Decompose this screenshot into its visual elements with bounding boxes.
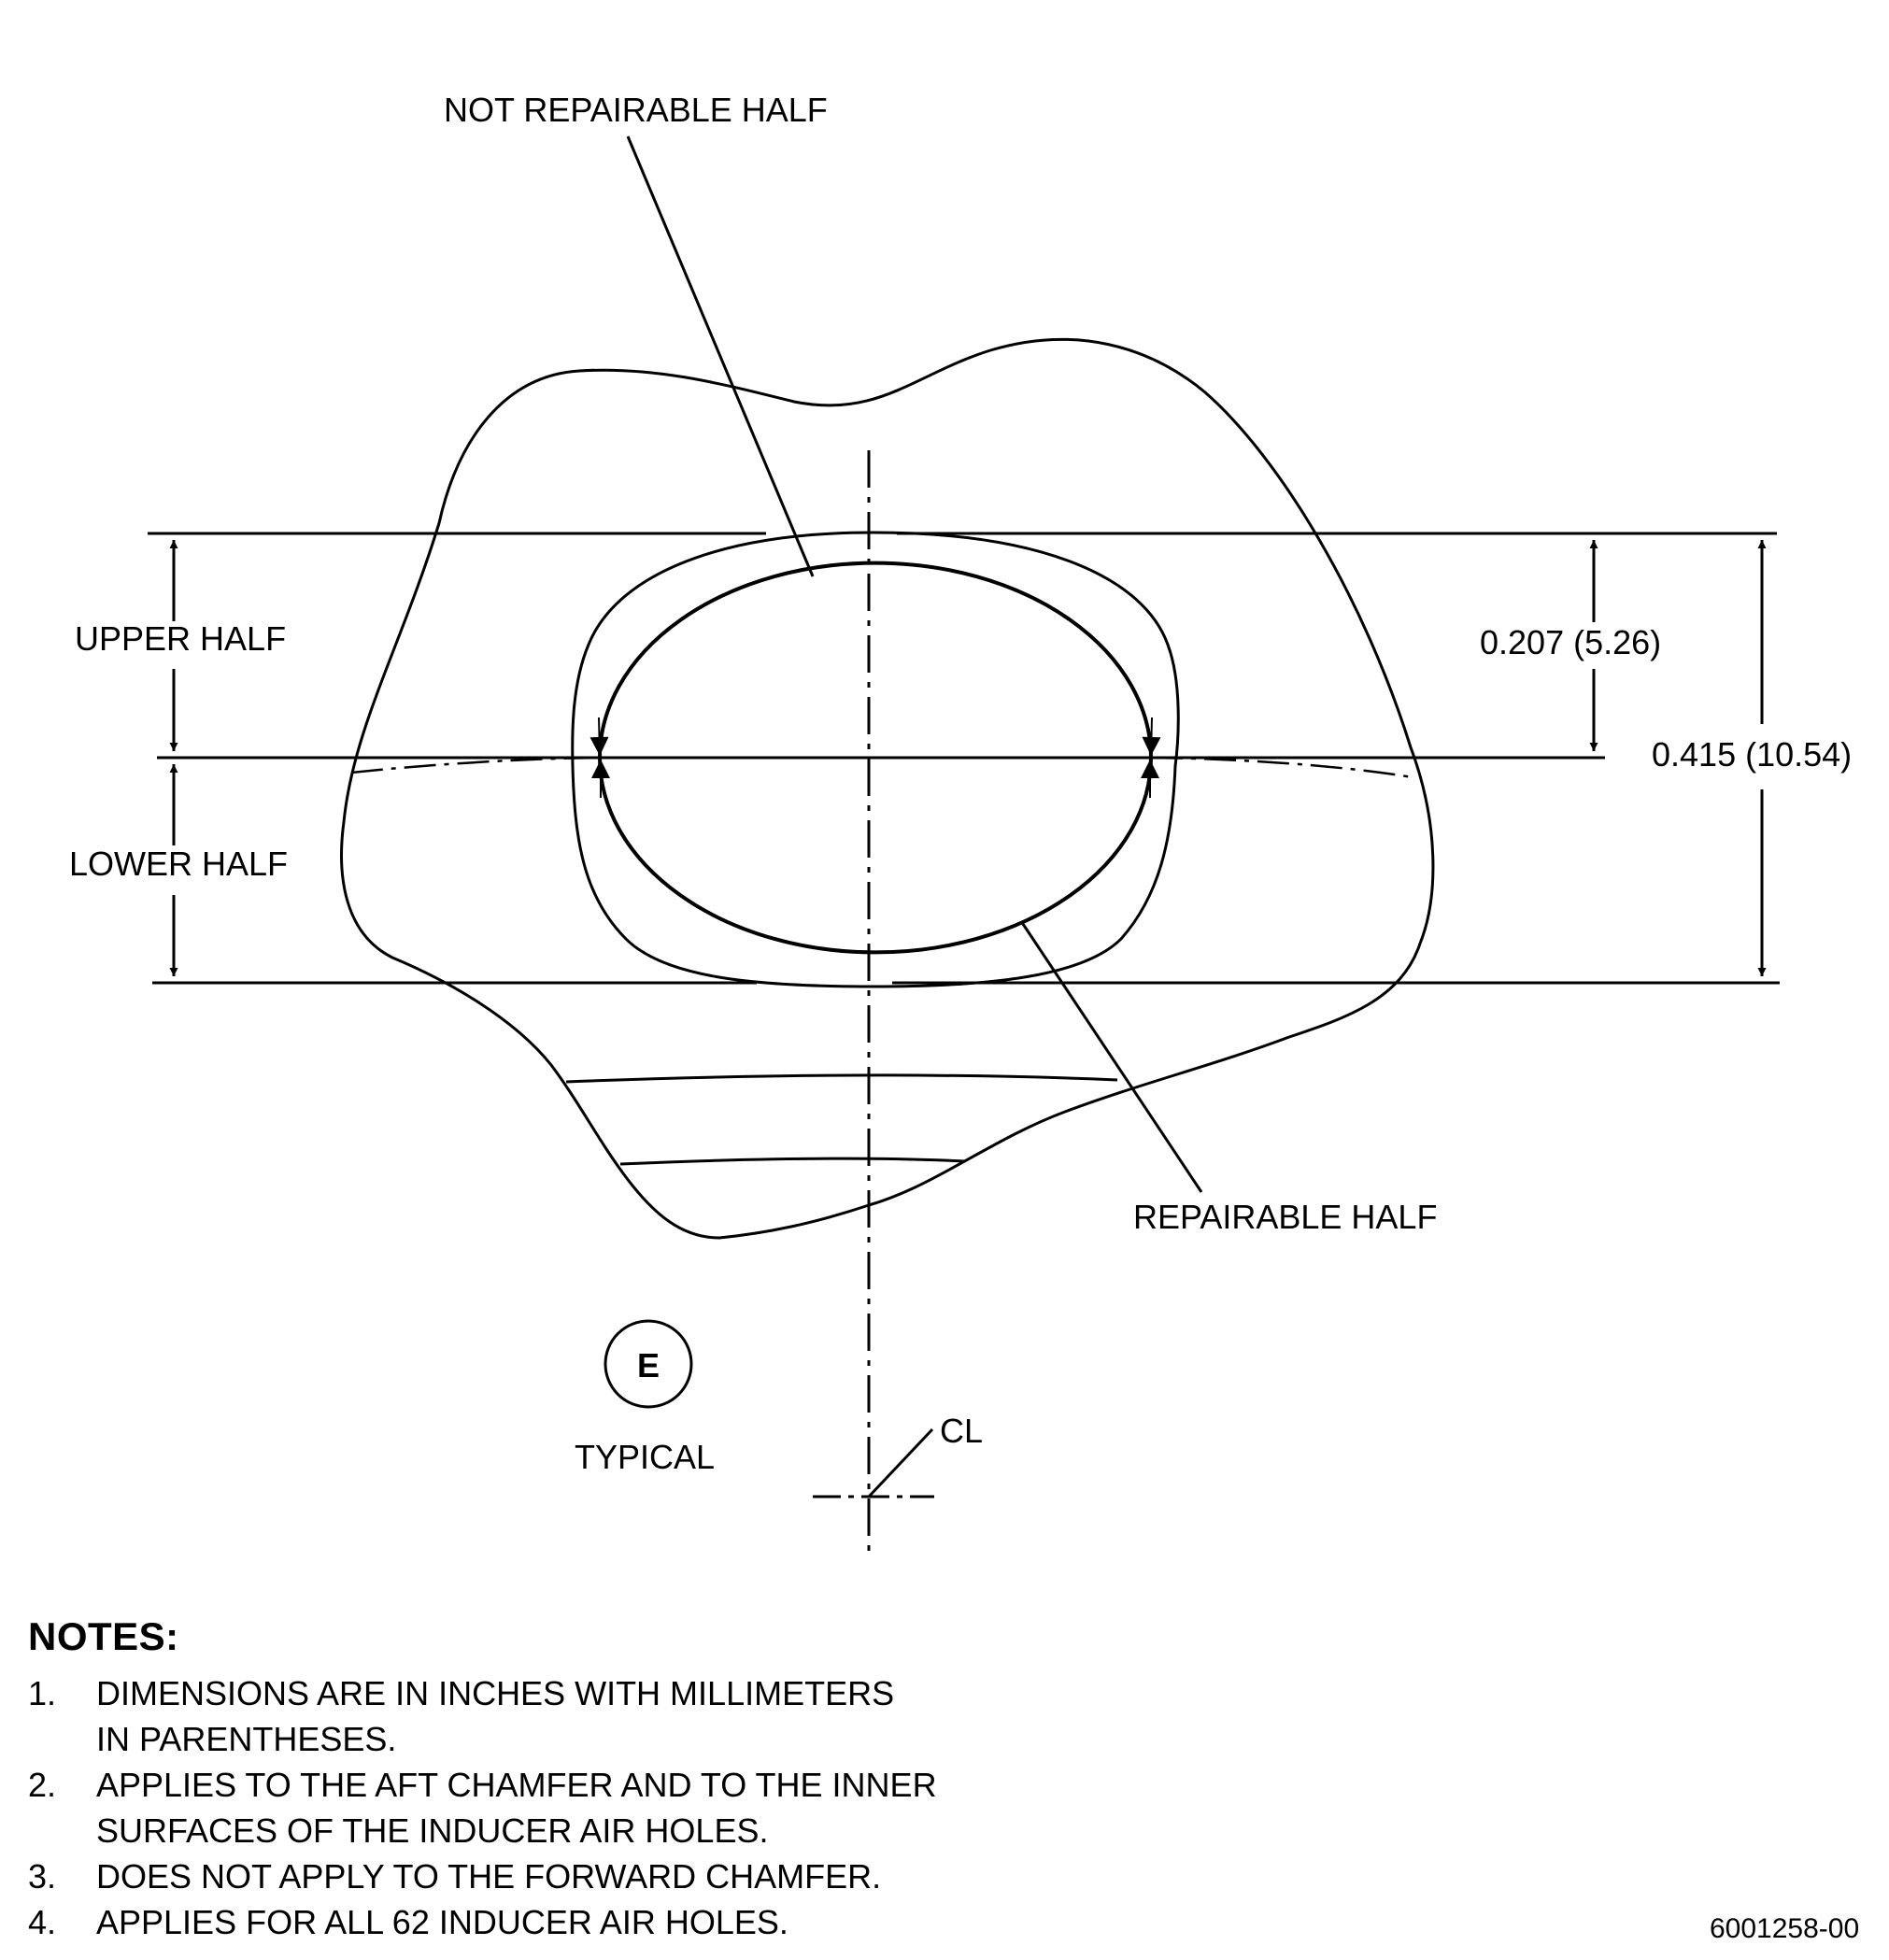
not-repairable-half-label: NOT REPAIRABLE HALF bbox=[444, 91, 828, 129]
note-number: 3. bbox=[28, 1857, 57, 1896]
typical-label: TYPICAL bbox=[575, 1438, 715, 1476]
surface-line-2 bbox=[619, 1157, 966, 1166]
figure-id: 6001258-00 bbox=[1710, 1913, 1860, 1944]
cl-leader bbox=[867, 1427, 934, 1498]
view-e-letter: E bbox=[637, 1346, 660, 1385]
note-item: 1. DIMENSIONS ARE IN INCHES WITH MILLIME… bbox=[28, 1670, 1336, 1762]
lower-half-label: LOWER HALF bbox=[69, 845, 288, 883]
chamfer-outline bbox=[571, 531, 1180, 988]
note-item: 4. APPLIES FOR ALL 62 INDUCER AIR HOLES. bbox=[28, 1899, 1336, 1945]
phantom-line bbox=[350, 756, 1413, 779]
note-text: APPLIES FOR ALL 62 INDUCER AIR HOLES. bbox=[96, 1903, 788, 1941]
upper-half-label: UPPER HALF bbox=[75, 619, 286, 658]
centerline-label: CL bbox=[940, 1412, 983, 1450]
note-number: 1. bbox=[28, 1674, 57, 1712]
note-text: DIMENSIONS ARE IN INCHES WITH MILLIMETER… bbox=[96, 1674, 895, 1758]
hole-right-arrow-upper bbox=[1142, 717, 1161, 757]
view-e-circle bbox=[604, 1319, 693, 1409]
note-text: APPLIES TO THE AFT CHAMFER AND TO THE IN… bbox=[96, 1766, 937, 1850]
note-text: DOES NOT APPLY TO THE FORWARD CHAMFER. bbox=[96, 1857, 882, 1896]
surface-line-1 bbox=[565, 1073, 1118, 1084]
hole-upper-half bbox=[598, 561, 1153, 759]
dim-total-label: 0.415 (10.54) bbox=[1652, 735, 1852, 774]
not-repairable-leader bbox=[626, 135, 815, 577]
repairable-leader bbox=[1021, 923, 1203, 1193]
note-item: 3. DOES NOT APPLY TO THE FORWARD CHAMFER… bbox=[28, 1853, 1336, 1899]
part-boundary bbox=[340, 337, 1435, 1240]
note-number: 4. bbox=[28, 1903, 57, 1941]
note-item: 2. APPLIES TO THE AFT CHAMFER AND TO THE… bbox=[28, 1762, 1336, 1853]
hole-lower-half bbox=[598, 757, 1153, 955]
dim-upper-label: 0.207 (5.26) bbox=[1480, 623, 1661, 661]
notes-section: NOTES: 1. DIMENSIONS ARE IN INCHES WITH … bbox=[28, 1614, 1336, 1945]
notes-title: NOTES: bbox=[28, 1614, 179, 1658]
note-number: 2. bbox=[28, 1766, 57, 1804]
repairable-half-label: REPAIRABLE HALF bbox=[1133, 1198, 1437, 1236]
hole-left-arrow-upper bbox=[589, 717, 609, 757]
